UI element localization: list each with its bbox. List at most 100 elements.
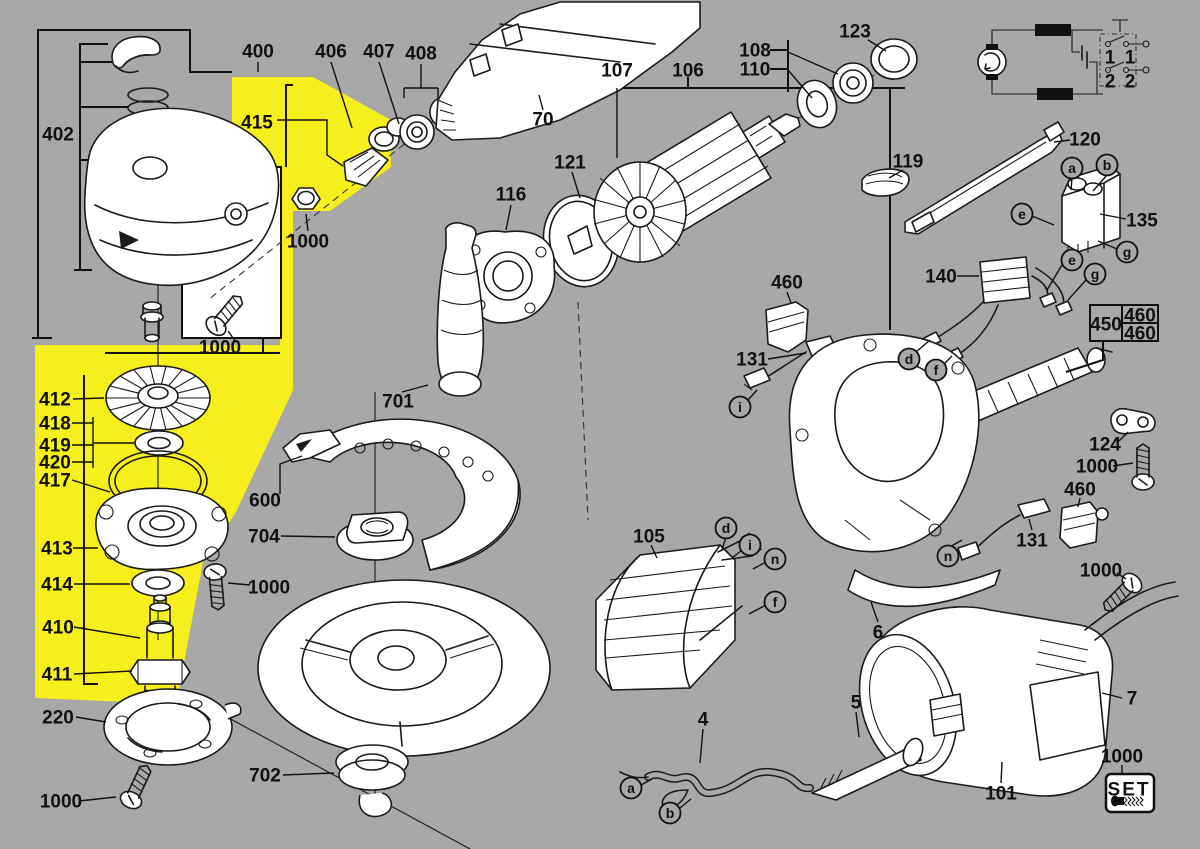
part-label-106: 106 — [672, 61, 704, 82]
slider-bar-120-drawing — [904, 121, 1065, 235]
part-label-402: 402 — [42, 125, 74, 146]
part-label-400: 400 — [242, 42, 274, 63]
part-label-1000: 1000 — [287, 232, 329, 253]
letter-label-f: f — [924, 358, 948, 382]
letter-label-text: b — [666, 805, 675, 821]
highlight-region — [35, 77, 391, 734]
letter-label-text: n — [771, 551, 780, 567]
clamp-nut-704-drawing — [336, 511, 414, 561]
part-label-412: 412 — [39, 390, 71, 411]
paddle-119-drawing — [861, 168, 910, 197]
air-baffle-6-drawing — [847, 569, 1001, 608]
part-label-417: 417 — [39, 471, 71, 492]
guard-600-drawing — [282, 418, 521, 571]
part-label-450: 450 — [1090, 315, 1122, 336]
handle-701-drawing — [436, 222, 485, 397]
washer-419-drawing — [134, 430, 184, 456]
part-label-460: 460 — [1064, 480, 1096, 501]
clamp-702-drawing — [335, 744, 409, 818]
collet-415-drawing — [343, 117, 410, 187]
hex-nut-1000-drawing — [291, 187, 321, 210]
part-label-600: 600 — [249, 491, 281, 512]
part-label-414: 414 — [41, 575, 73, 596]
carbon-brush-131-right-drawing — [957, 498, 1051, 561]
part-label-1000: 1000 — [1101, 747, 1143, 768]
part-label-406: 406 — [315, 42, 347, 63]
part-label-4: 4 — [698, 710, 709, 731]
letter-label-n: n — [763, 547, 787, 571]
part-label-116: 116 — [496, 185, 527, 206]
letter-label-text: g — [1123, 244, 1132, 260]
brush-holder-460-left-drawing — [765, 301, 809, 353]
part-label-131: 131 — [1016, 531, 1048, 552]
part-label-1000: 1000 — [199, 338, 241, 359]
part-label-124: 124 — [1089, 435, 1121, 456]
letter-label-f: f — [763, 590, 787, 614]
part-label-1000: 1000 — [1080, 561, 1122, 582]
stator-105-drawing — [595, 532, 763, 691]
fan-baffle-70-drawing — [435, 1, 701, 141]
part-label-415: 415 — [241, 113, 273, 134]
letter-label-text: d — [905, 351, 914, 367]
part-label-2: 2 — [1125, 72, 1136, 93]
ref-table — [1065, 304, 1159, 373]
letter-label-e: e — [1060, 248, 1084, 272]
part-label-1000: 1000 — [40, 792, 82, 813]
part-label-6: 6 — [873, 623, 884, 644]
label-plate-7-drawing — [1029, 671, 1106, 761]
part-label-1000: 1000 — [1076, 457, 1118, 478]
part-label-131: 131 — [736, 350, 768, 371]
armature-drawing — [567, 111, 801, 263]
part-label-460: 460 — [1124, 306, 1156, 327]
part-label-413: 413 — [41, 539, 73, 560]
part-label-408: 408 — [405, 44, 437, 65]
part-label-119: 119 — [893, 152, 924, 173]
part-label-420: 420 — [39, 453, 71, 474]
letter-label-e: e — [1010, 202, 1034, 226]
bearing-108-drawing — [832, 62, 874, 104]
part-label-419: 419 — [39, 436, 71, 457]
part-label-701: 701 — [382, 392, 414, 413]
part-label-704: 704 — [248, 527, 280, 548]
letter-label-text: a — [627, 780, 635, 796]
letter-label-i: i — [728, 395, 752, 419]
flange-220-drawing — [103, 688, 242, 766]
part-label-2: 2 — [1105, 72, 1116, 93]
letter-label-text: i — [748, 537, 752, 553]
bearing-flange-116-drawing — [462, 230, 556, 324]
letter-label-text: d — [722, 520, 731, 536]
part-label-5: 5 — [851, 693, 862, 714]
letter-label-n: n — [936, 544, 960, 568]
part-label-1000: 1000 — [248, 578, 290, 599]
part-label-107: 107 — [601, 61, 633, 82]
part-label-410: 410 — [42, 618, 74, 639]
module-140-drawing — [979, 256, 1031, 304]
wiring-schematic-drawing — [977, 19, 1150, 100]
letter-label-text: a — [1068, 160, 1076, 176]
part-label-460: 460 — [771, 273, 803, 294]
set-box — [1104, 772, 1156, 814]
part-label-121: 121 — [554, 153, 586, 174]
part-label-407: 407 — [363, 42, 395, 63]
ring-123-drawing — [870, 38, 918, 80]
letter-label-text: f — [773, 594, 778, 610]
part-label-110: 110 — [740, 60, 771, 81]
letter-label-i: i — [738, 533, 762, 557]
hanger-124-drawing — [1110, 407, 1156, 435]
gear-412-drawing — [105, 365, 211, 431]
backing-pad-drawing — [257, 579, 551, 757]
part-label-101: 101 — [985, 784, 1017, 805]
housing-half-drawing — [788, 333, 980, 553]
part-label-702: 702 — [249, 766, 281, 787]
part-label-135: 135 — [1126, 211, 1158, 232]
part-label-SET: SET — [1108, 780, 1151, 801]
part-label-108: 108 — [739, 41, 771, 62]
gear-cover-cap-drawing — [111, 35, 161, 74]
gear-housing-drawing — [83, 107, 280, 343]
letter-label-d: d — [897, 347, 921, 371]
motor-housing-101-drawing — [858, 581, 1179, 797]
